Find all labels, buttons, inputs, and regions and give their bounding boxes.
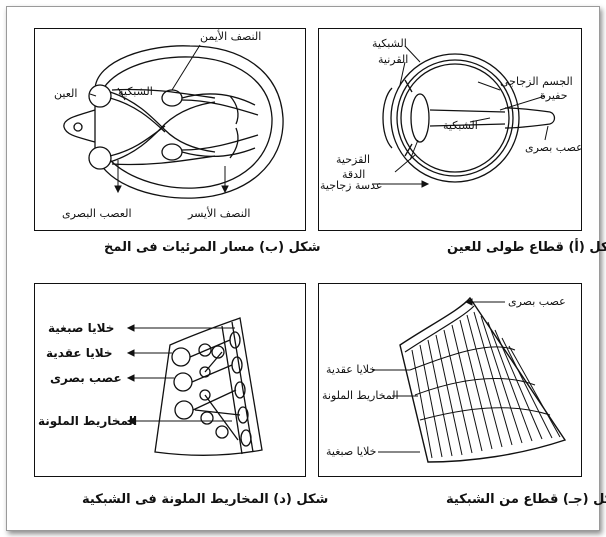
retina-label-cones: المخاريط الملونة (322, 390, 399, 402)
retina-label-ganglion: خلايا عقدية (326, 364, 376, 376)
retina-label-pigment: خلايا صبغية (326, 446, 376, 458)
retina-caption: شكل (جـ) قطاع من الشبكية (446, 492, 606, 507)
retina-label-optic-nerve: عصب بصرى (508, 296, 566, 308)
